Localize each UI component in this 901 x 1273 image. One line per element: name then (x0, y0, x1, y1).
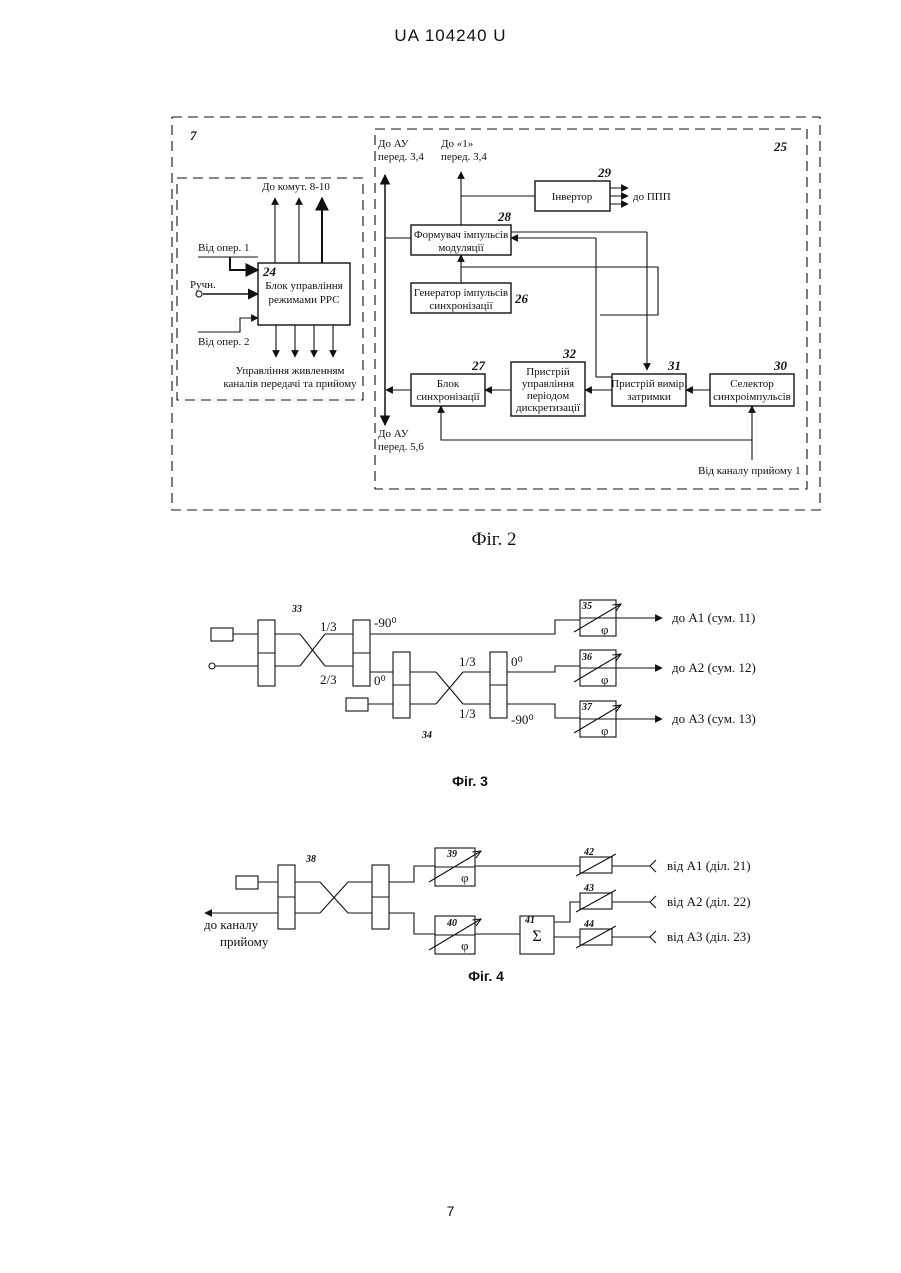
input-a2: від А2 (діл. 22) (667, 894, 751, 909)
ratio-2-3: 2/3 (320, 672, 337, 687)
block-24-number: 24 (262, 264, 277, 279)
num-38: 38 (305, 854, 316, 865)
outer-block-number: 7 (190, 128, 197, 143)
block-29-number: 29 (597, 165, 612, 180)
label-do-au-bot-1: До АУ (378, 428, 409, 440)
input-a3: від А3 (діл. 23) (667, 929, 751, 944)
input-port (209, 663, 215, 669)
num-39: 39 (446, 849, 457, 860)
block-32-line3: періодом (527, 390, 569, 402)
figure-4-caption: Фіг. 4 (468, 968, 504, 984)
label-do-1-top-1: До «1» (441, 138, 473, 150)
block-26-number: 26 (514, 291, 529, 306)
figure-2-labels: 7 25 До комут. 8-10 Від опер. 1 Ручн. Ві… (190, 128, 801, 550)
ratio-1-3-c: 1/3 (459, 706, 476, 721)
block-27-line1: Блок (437, 378, 460, 390)
phi-35: φ (601, 622, 609, 637)
block-28-line1: Формувач імпульсів (414, 229, 508, 241)
output-a2: до А2 (сум. 12) (672, 660, 756, 675)
block-32-line1: Пристрій (526, 366, 570, 378)
load-38 (236, 876, 258, 889)
label-do-kanalu: до каналу (204, 917, 259, 932)
phase-0-a: 0⁰ (374, 673, 386, 688)
block-32-line2: управління (522, 378, 574, 390)
label-upr-line1: Управління живленням (236, 365, 345, 377)
figure-2 (172, 117, 820, 510)
phase-minus-90-b: -90⁰ (511, 712, 534, 727)
block-27-line2: синхронізації (416, 391, 480, 403)
ratio-1-3-b: 1/3 (459, 654, 476, 669)
figure-4-labels: 38 39 40 41 42 43 44 φ φ Σ до каналу при… (204, 847, 751, 984)
phi-36: φ (601, 672, 609, 687)
phi-37: φ (601, 723, 609, 738)
label-vid-oper-1: Від опер. 1 (198, 242, 250, 254)
block-26-line2: синхронізації (429, 300, 493, 312)
block-31-line2: затримки (627, 391, 671, 403)
num-36: 36 (581, 652, 592, 663)
inner-block-number: 25 (773, 139, 788, 154)
block-30-number: 30 (773, 358, 788, 373)
label-do-au-top-1: До АУ (378, 138, 409, 150)
block-32-number: 32 (562, 346, 577, 361)
num-33: 33 (291, 604, 302, 615)
num-42: 42 (583, 847, 594, 858)
block-24-line1: Блок управління (265, 280, 342, 292)
num-40: 40 (446, 918, 457, 929)
label-do-au-bot-2: перед. 5,6 (378, 441, 424, 453)
label-ruchn: Ручн. (190, 279, 216, 291)
input-load-1 (211, 628, 233, 641)
phase-0-b: 0⁰ (511, 654, 523, 669)
sigma-41: Σ (532, 928, 541, 945)
block-27-number: 27 (471, 358, 486, 373)
phi-39: φ (461, 870, 469, 885)
input-a1: від А1 (діл. 21) (667, 858, 751, 873)
block-30-line2: синхроімпульсів (713, 391, 791, 403)
label-pryiomu: прийому (220, 934, 269, 949)
label-vid-kanalu: Від каналу прийому 1 (698, 465, 801, 477)
block-28-line2: модуляції (438, 242, 484, 254)
num-35: 35 (581, 601, 592, 612)
output-a1: до А1 (сум. 11) (672, 610, 755, 625)
label-do-au-top-2: перед. 3,4 (378, 151, 424, 163)
block-30-line1: Селектор (730, 378, 774, 390)
input-load-2 (346, 698, 368, 711)
label-do-1-top-2: перед. 3,4 (441, 151, 487, 163)
label-do-komut: До комут. 8-10 (262, 181, 330, 193)
figure-3 (209, 600, 662, 737)
label-upr-line2: каналів передачі та прийому (223, 378, 357, 390)
block-28-number: 28 (497, 209, 512, 224)
output-a3: до А3 (сум. 13) (672, 711, 756, 726)
block-32-line4: дискретизації (516, 402, 581, 414)
ratio-1-3-a: 1/3 (320, 619, 337, 634)
block-24-line2: режимами РРС (269, 294, 340, 306)
num-41: 41 (524, 915, 535, 926)
label-do-ppp: до ППП (633, 191, 671, 203)
num-43: 43 (583, 883, 594, 894)
block-31-line1: Пристрій вимір. (611, 378, 687, 390)
figure-3-caption: Фіг. 3 (452, 773, 488, 789)
num-44: 44 (583, 919, 594, 930)
figure-3-labels: 33 34 35 36 37 1/3 2/3 1/3 1/3 -90⁰ 0⁰ 0… (291, 601, 756, 789)
num-34: 34 (421, 730, 432, 741)
phase-minus-90-a: -90⁰ (374, 615, 397, 630)
num-37: 37 (581, 702, 593, 713)
phi-40: φ (461, 938, 469, 953)
figure-2-caption: Фіг. 2 (472, 529, 517, 550)
block-29-text: Інвертор (552, 191, 593, 203)
block-31-number: 31 (667, 358, 681, 373)
page-number: 7 (0, 1203, 901, 1219)
block-26-line1: Генератор імпульсів (414, 287, 508, 299)
label-vid-oper-2: Від опер. 2 (198, 336, 250, 348)
figure-4 (205, 848, 656, 954)
